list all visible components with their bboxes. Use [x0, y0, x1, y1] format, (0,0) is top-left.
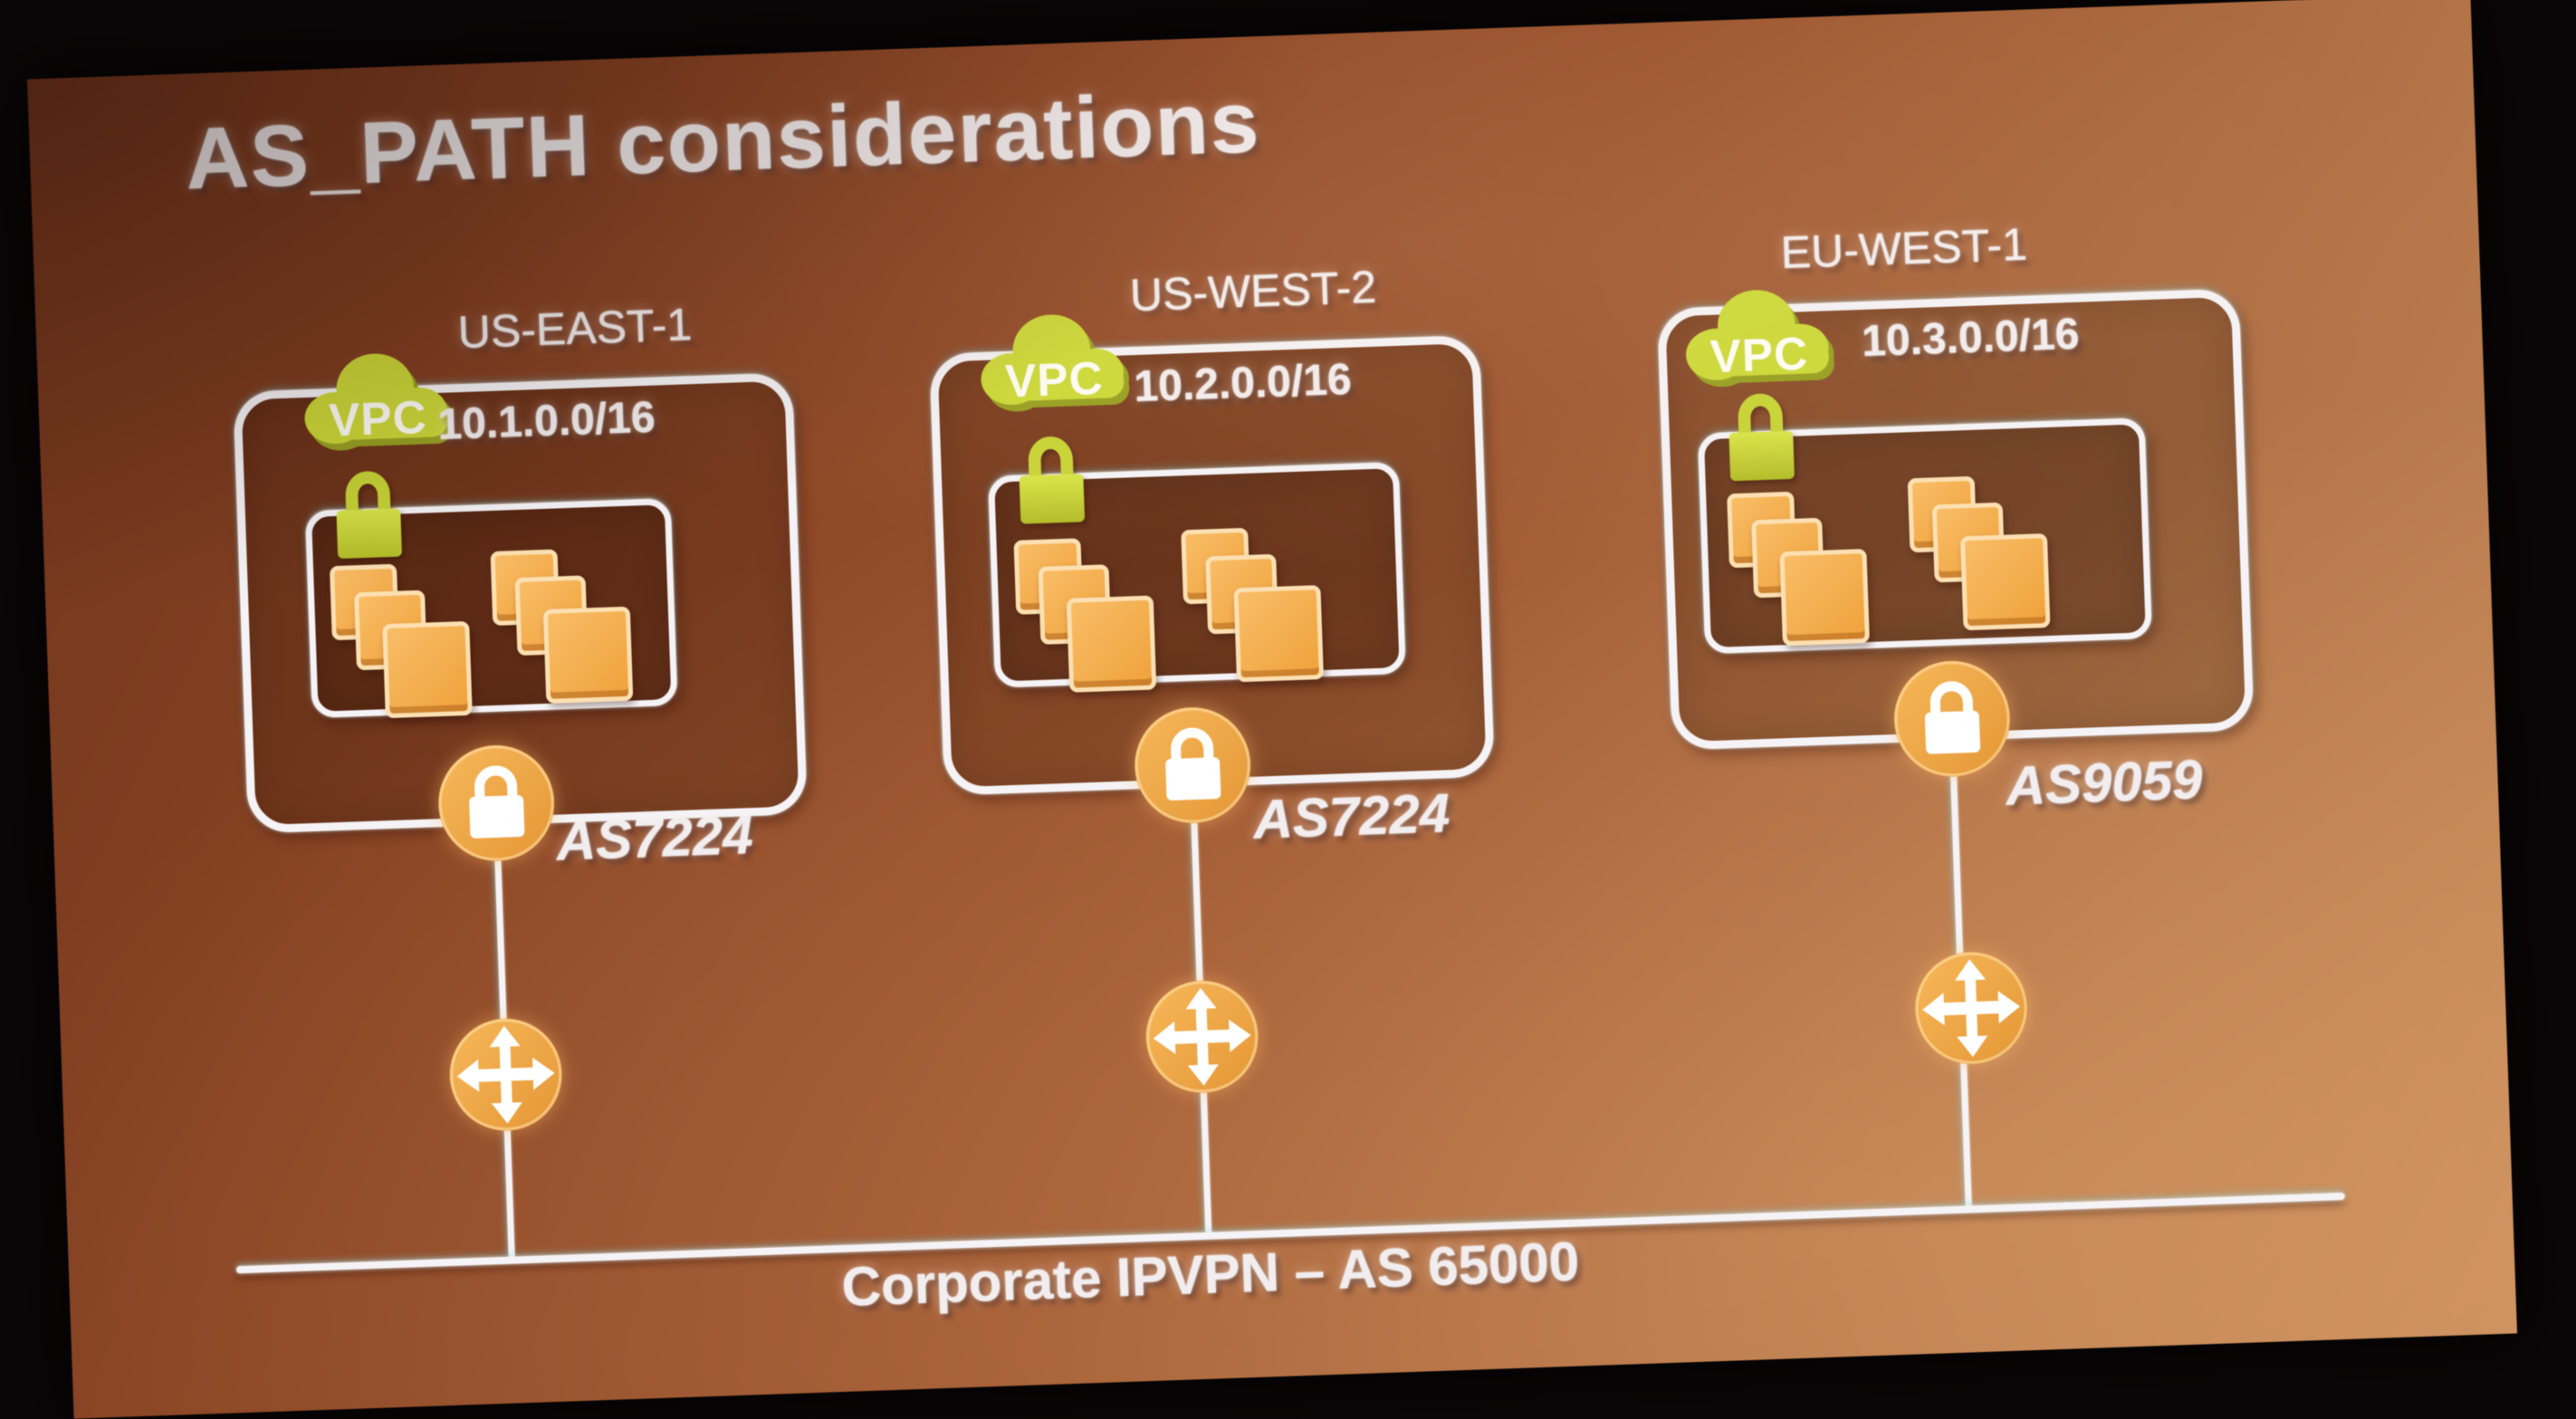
- instance-square: [1779, 548, 1870, 647]
- instance-square: [1959, 533, 2051, 631]
- router-icon: [1915, 952, 2028, 1065]
- instance-stack-icon: [1013, 536, 1157, 695]
- asn-label: AS7224: [1252, 782, 1451, 850]
- vpc-cloud-icon: VPC: [304, 353, 454, 451]
- slide-screen: AS_PATH considerations US-EAST-1 VPC 10.…: [26, 0, 2518, 1419]
- vpc-cloud-icon: VPC: [981, 314, 1130, 412]
- asn-label: AS7224: [555, 804, 754, 872]
- router-icon: [449, 1018, 562, 1131]
- vpc-cloud-text: VPC: [1004, 352, 1104, 407]
- subnet-lock-icon: [336, 471, 402, 559]
- vpc-cloud-text: VPC: [1709, 328, 1809, 383]
- vpn-gateway-lock-icon: [438, 744, 555, 861]
- instance-square: [1066, 595, 1157, 693]
- vpn-gateway-lock-icon: [1893, 660, 2010, 777]
- vpc-cloud-text: VPC: [328, 391, 427, 446]
- vpc-region-eu-west-1: EU-WEST-1 VPC 10.3.0.0/16: [1632, 211, 2256, 1272]
- instance-square: [382, 620, 473, 719]
- subnet-lock-icon: [1729, 393, 1795, 482]
- vpn-gateway-lock-icon: [1135, 707, 1251, 824]
- instance-square: [1233, 585, 1324, 683]
- asn-label: AS9059: [2005, 749, 2204, 817]
- subnet-lock-icon: [1019, 436, 1085, 524]
- instance-stack-icon: [1181, 525, 1324, 684]
- photo-of-presentation-slide: { "slide": { "title": "AS_PATH considera…: [0, 0, 2576, 1366]
- slide-title: AS_PATH considerations: [184, 73, 1262, 208]
- instance-stack-icon: [490, 547, 634, 705]
- instance-stack-icon: [1727, 489, 1870, 647]
- vpc-region-us-west-2: US-WEST-2 VPC 10.2.0.0/16: [904, 256, 1528, 1318]
- instance-stack-icon: [329, 561, 473, 720]
- vpc-region-us-east-1: US-EAST-1 VPC 10.1.0.0/16: [207, 294, 832, 1356]
- instance-square: [542, 606, 634, 704]
- instance-stack-icon: [1907, 474, 2051, 632]
- vpc-cloud-icon: VPC: [1686, 290, 1834, 388]
- router-icon: [1145, 980, 1259, 1093]
